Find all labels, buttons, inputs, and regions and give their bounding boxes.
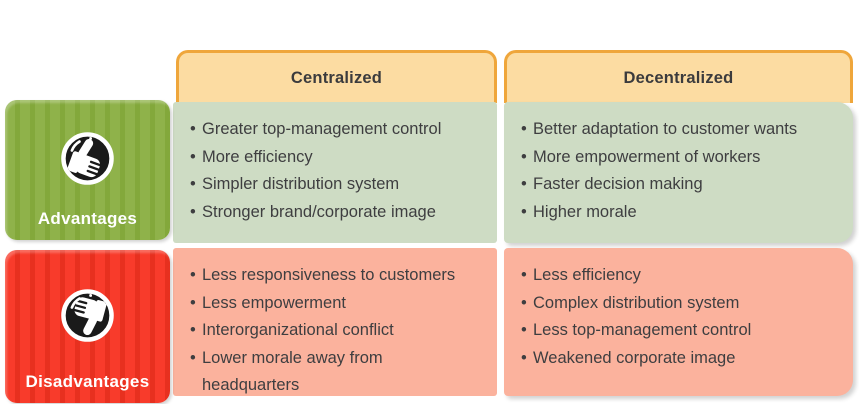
bullet-item: Simpler distribution system (189, 171, 482, 199)
bullet-item: Greater top-management control (189, 116, 482, 144)
bullet-item: More empowerment of workers (520, 144, 838, 172)
column-header-label: Decentralized (623, 68, 734, 87)
column-header-centralized: Centralized (176, 50, 497, 103)
bullet-item: Less empowerment (189, 290, 482, 318)
row-label-advantages: Advantages (5, 100, 170, 240)
bullet-list-advantages-decentralized: Better adaptation to customer wantsMore … (504, 102, 853, 226)
thumbs-down-icon (59, 250, 116, 372)
bullet-item: Complex distribution system (520, 290, 838, 318)
bullet-list-advantages-centralized: Greater top-management controlMore effic… (173, 102, 497, 226)
bullet-item: Faster decision making (520, 171, 838, 199)
bullet-item: Less efficiency (520, 262, 838, 290)
bullet-item: Lower morale away from headquarters (189, 345, 482, 400)
bullet-item: Less responsiveness to customers (189, 262, 482, 290)
bullet-item: Interorganizational conflict (189, 317, 482, 345)
bullet-item: Higher morale (520, 199, 838, 227)
column-header-label: Centralized (290, 68, 383, 87)
row-label-text: Disadvantages (25, 372, 150, 391)
cell-disadvantages-centralized: Less responsiveness to customersLess emp… (173, 248, 497, 396)
bullet-item: Stronger brand/corporate image (189, 199, 482, 227)
bullet-item: Better adaptation to customer wants (520, 116, 838, 144)
bullet-list-disadvantages-centralized: Less responsiveness to customersLess emp… (173, 248, 497, 400)
cell-advantages-centralized: Greater top-management controlMore effic… (173, 102, 497, 243)
row-label-disadvantages: Disadvantages (5, 250, 170, 403)
cell-disadvantages-decentralized: Less efficiencyComplex distribution syst… (504, 248, 853, 396)
bullet-list-disadvantages-decentralized: Less efficiencyComplex distribution syst… (504, 248, 853, 372)
thumbs-up-icon (59, 100, 116, 209)
column-header-decentralized: Decentralized (504, 50, 853, 103)
cell-advantages-decentralized: Better adaptation to customer wantsMore … (504, 102, 853, 243)
bullet-item: Weakened corporate image (520, 345, 838, 373)
row-label-text: Advantages (37, 209, 138, 228)
bullet-item: Less top-management control (520, 317, 838, 345)
bullet-item: More efficiency (189, 144, 482, 172)
